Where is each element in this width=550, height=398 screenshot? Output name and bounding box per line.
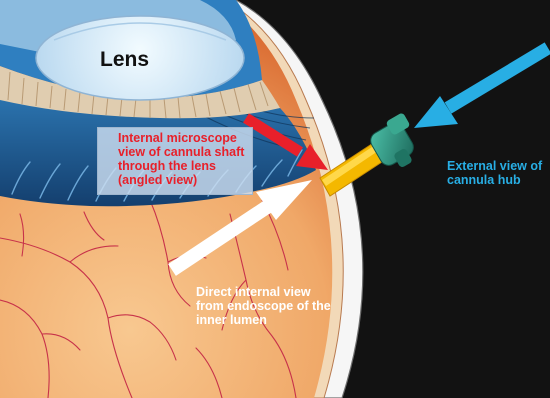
- lens-label: Lens: [100, 48, 149, 72]
- microscope-view-label: Internal microscope view of cannula shaf…: [118, 131, 244, 187]
- cannula-hub-label: External view of cannula hub: [447, 159, 542, 187]
- endoscope-view-label: Direct internal view from endoscope of t…: [196, 285, 331, 327]
